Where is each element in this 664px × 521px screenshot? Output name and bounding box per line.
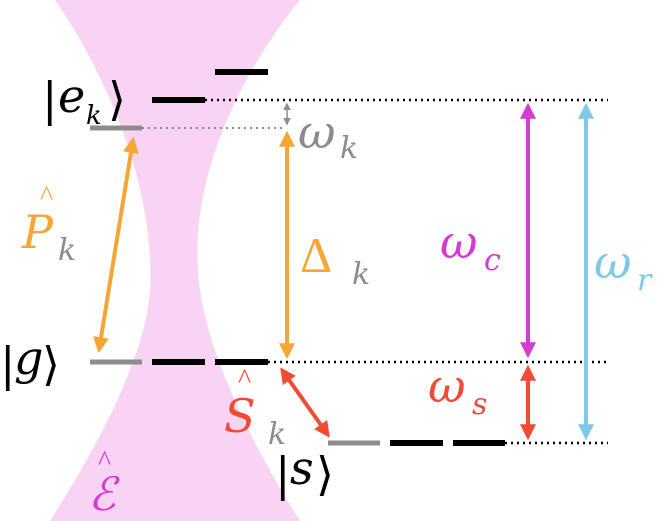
label-P-k: P ^ k	[21, 181, 76, 268]
ket-e-k: | e k ⟩	[42, 69, 126, 131]
svg-text:|: |	[275, 447, 291, 501]
label-S-k: S ^ k	[224, 364, 286, 452]
ket-g: | g ⟩	[0, 331, 60, 391]
S-k-arrow	[280, 367, 330, 438]
svg-text:ω: ω	[428, 359, 466, 413]
svg-text:k: k	[352, 257, 370, 292]
svg-text:ω: ω	[298, 105, 336, 159]
svg-text:P: P	[21, 205, 54, 259]
label-omega-s: ω s	[428, 359, 487, 422]
svg-text:ω: ω	[440, 215, 478, 269]
svg-text:k: k	[268, 417, 286, 452]
P-k-arrow	[93, 136, 139, 354]
svg-text:⟩: ⟩	[42, 337, 60, 391]
svg-text:^: ^	[98, 446, 111, 477]
svg-text:|: |	[0, 337, 16, 391]
svg-text:ℰ: ℰ	[88, 467, 120, 521]
laser-beam	[50, 0, 300, 521]
svg-text:S: S	[224, 389, 256, 443]
svg-text:ω: ω	[594, 235, 632, 289]
svg-text:⟩: ⟩	[108, 72, 126, 126]
svg-text:k: k	[86, 101, 102, 131]
label-omega-r: ω r	[594, 235, 653, 298]
label-omega-k: ω k	[298, 105, 358, 166]
excited-levels	[90, 69, 268, 131]
svg-text:s: s	[290, 441, 314, 495]
ket-s: | s ⟩	[275, 441, 334, 501]
svg-text:c: c	[484, 243, 501, 278]
label-E-field: ℰ ^	[88, 446, 120, 521]
svg-text:e: e	[58, 69, 85, 123]
svg-text:r: r	[637, 263, 653, 298]
svg-text:g: g	[14, 331, 43, 385]
label-Delta-k: Δ k	[300, 227, 370, 292]
svg-text:k: k	[58, 233, 76, 268]
svg-text:^: ^	[40, 181, 53, 212]
svg-text:⟩: ⟩	[316, 447, 334, 501]
label-omega-c: ω c	[440, 215, 501, 278]
svg-text:|: |	[42, 72, 58, 126]
svg-text:s: s	[472, 387, 487, 422]
svg-text:k: k	[340, 131, 358, 166]
svg-text:^: ^	[238, 364, 251, 395]
svg-text:Δ: Δ	[300, 227, 332, 283]
